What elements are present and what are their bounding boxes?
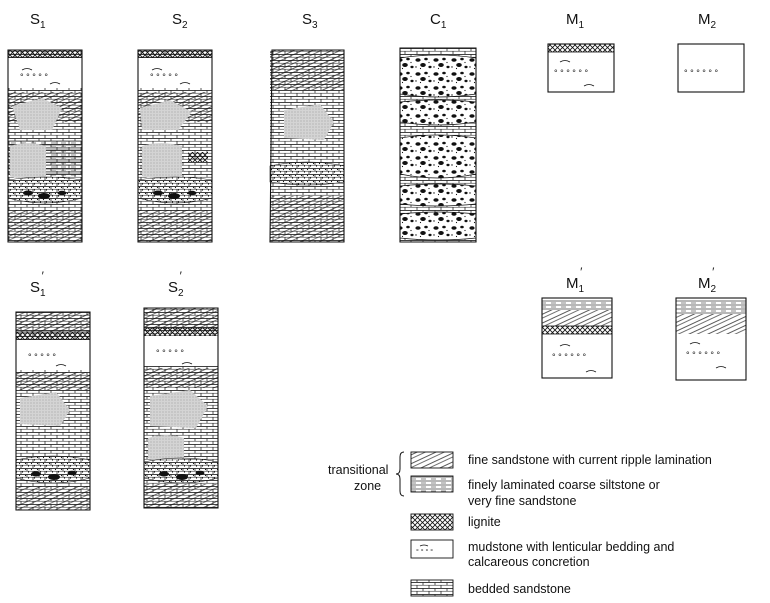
label-s2-prime: S2′ bbox=[168, 269, 184, 299]
column-s1: ° ° ° ° ° bbox=[8, 50, 82, 242]
legend-bracket bbox=[396, 452, 404, 496]
label-s3: S3 bbox=[302, 11, 318, 31]
svg-text:° ° ° ° ° °: ° ° ° ° ° ° bbox=[554, 68, 588, 78]
label-m2-prime: M2′ bbox=[698, 265, 717, 295]
svg-text:° ° ° ° °: ° ° ° ° ° bbox=[28, 352, 56, 362]
legend-group-label-1: transitional bbox=[328, 463, 388, 477]
column-s2: ° ° ° ° ° bbox=[138, 50, 212, 242]
label-s1-prime: S1′ bbox=[30, 269, 46, 299]
svg-text:° ° ° ° ° °: ° ° ° ° ° ° bbox=[552, 352, 586, 362]
legend-item-5-text: bedded sandstone bbox=[468, 582, 571, 596]
svg-text:S1′: S1′ bbox=[30, 269, 46, 299]
legend-item-1-text: fine sandstone with current ripple lamin… bbox=[468, 453, 712, 467]
legend: transitional zone fine sandstone with cu… bbox=[328, 452, 712, 596]
svg-text:S2′: S2′ bbox=[168, 269, 184, 299]
legend-item-2-text-line-1: finely laminated coarse siltstone or bbox=[468, 478, 660, 492]
legend-swatch-mudstone: ° ° ° ° bbox=[411, 540, 453, 558]
svg-text:M2: M2 bbox=[698, 11, 717, 31]
svg-text:° ° ° ° ° °: ° ° ° ° ° ° bbox=[684, 68, 718, 78]
svg-text:M2′: M2′ bbox=[698, 265, 717, 295]
label-m1: M1 bbox=[566, 11, 585, 31]
svg-text:S3: S3 bbox=[302, 11, 318, 31]
column-m2: ° ° ° ° ° ° bbox=[678, 44, 744, 92]
svg-text:S2: S2 bbox=[172, 11, 188, 31]
legend-item-3-text: lignite bbox=[468, 515, 501, 529]
svg-text:° ° ° ° °: ° ° ° ° ° bbox=[150, 72, 178, 82]
svg-text:° ° ° °: ° ° ° ° bbox=[416, 548, 433, 556]
column-s1-prime: ° ° ° ° ° bbox=[16, 312, 90, 510]
legend-group-label-2: zone bbox=[354, 479, 381, 493]
column-m1-prime: ° ° ° ° ° ° bbox=[542, 298, 612, 378]
label-c1: C1 bbox=[430, 11, 447, 31]
legend-swatch-ripple bbox=[411, 452, 453, 468]
legend-item-2-text-line-2: very fine sandstone bbox=[468, 494, 576, 508]
column-m2-prime: ° ° ° ° ° ° bbox=[676, 298, 746, 380]
svg-text:M1: M1 bbox=[566, 11, 585, 31]
legend-item-4-text-line-2: calcareous concretion bbox=[468, 555, 590, 569]
legend-swatch-fine-lamination bbox=[411, 476, 453, 492]
svg-text:C1: C1 bbox=[430, 11, 447, 31]
legend-swatch-bedded-sandstone bbox=[411, 580, 453, 596]
svg-text:S1: S1 bbox=[30, 11, 46, 31]
label-s1: S1 bbox=[30, 11, 46, 31]
svg-text:M1′: M1′ bbox=[566, 265, 585, 295]
legend-swatch-lignite bbox=[411, 514, 453, 530]
legend-item-4-text-line-1: mudstone with lenticular bedding and bbox=[468, 540, 674, 554]
column-c1 bbox=[400, 48, 476, 242]
column-s3 bbox=[270, 50, 344, 242]
label-m1-prime: M1′ bbox=[566, 265, 585, 295]
svg-text:° ° ° ° °: ° ° ° ° ° bbox=[20, 72, 48, 82]
column-m1: ° ° ° ° ° ° bbox=[548, 44, 614, 92]
label-s2: S2 bbox=[172, 11, 188, 31]
column-s2-prime: ° ° ° ° ° bbox=[144, 308, 218, 508]
label-m2: M2 bbox=[698, 11, 717, 31]
svg-text:° ° ° ° °: ° ° ° ° ° bbox=[156, 348, 184, 358]
svg-text:° ° ° ° ° °: ° ° ° ° ° ° bbox=[686, 350, 720, 360]
